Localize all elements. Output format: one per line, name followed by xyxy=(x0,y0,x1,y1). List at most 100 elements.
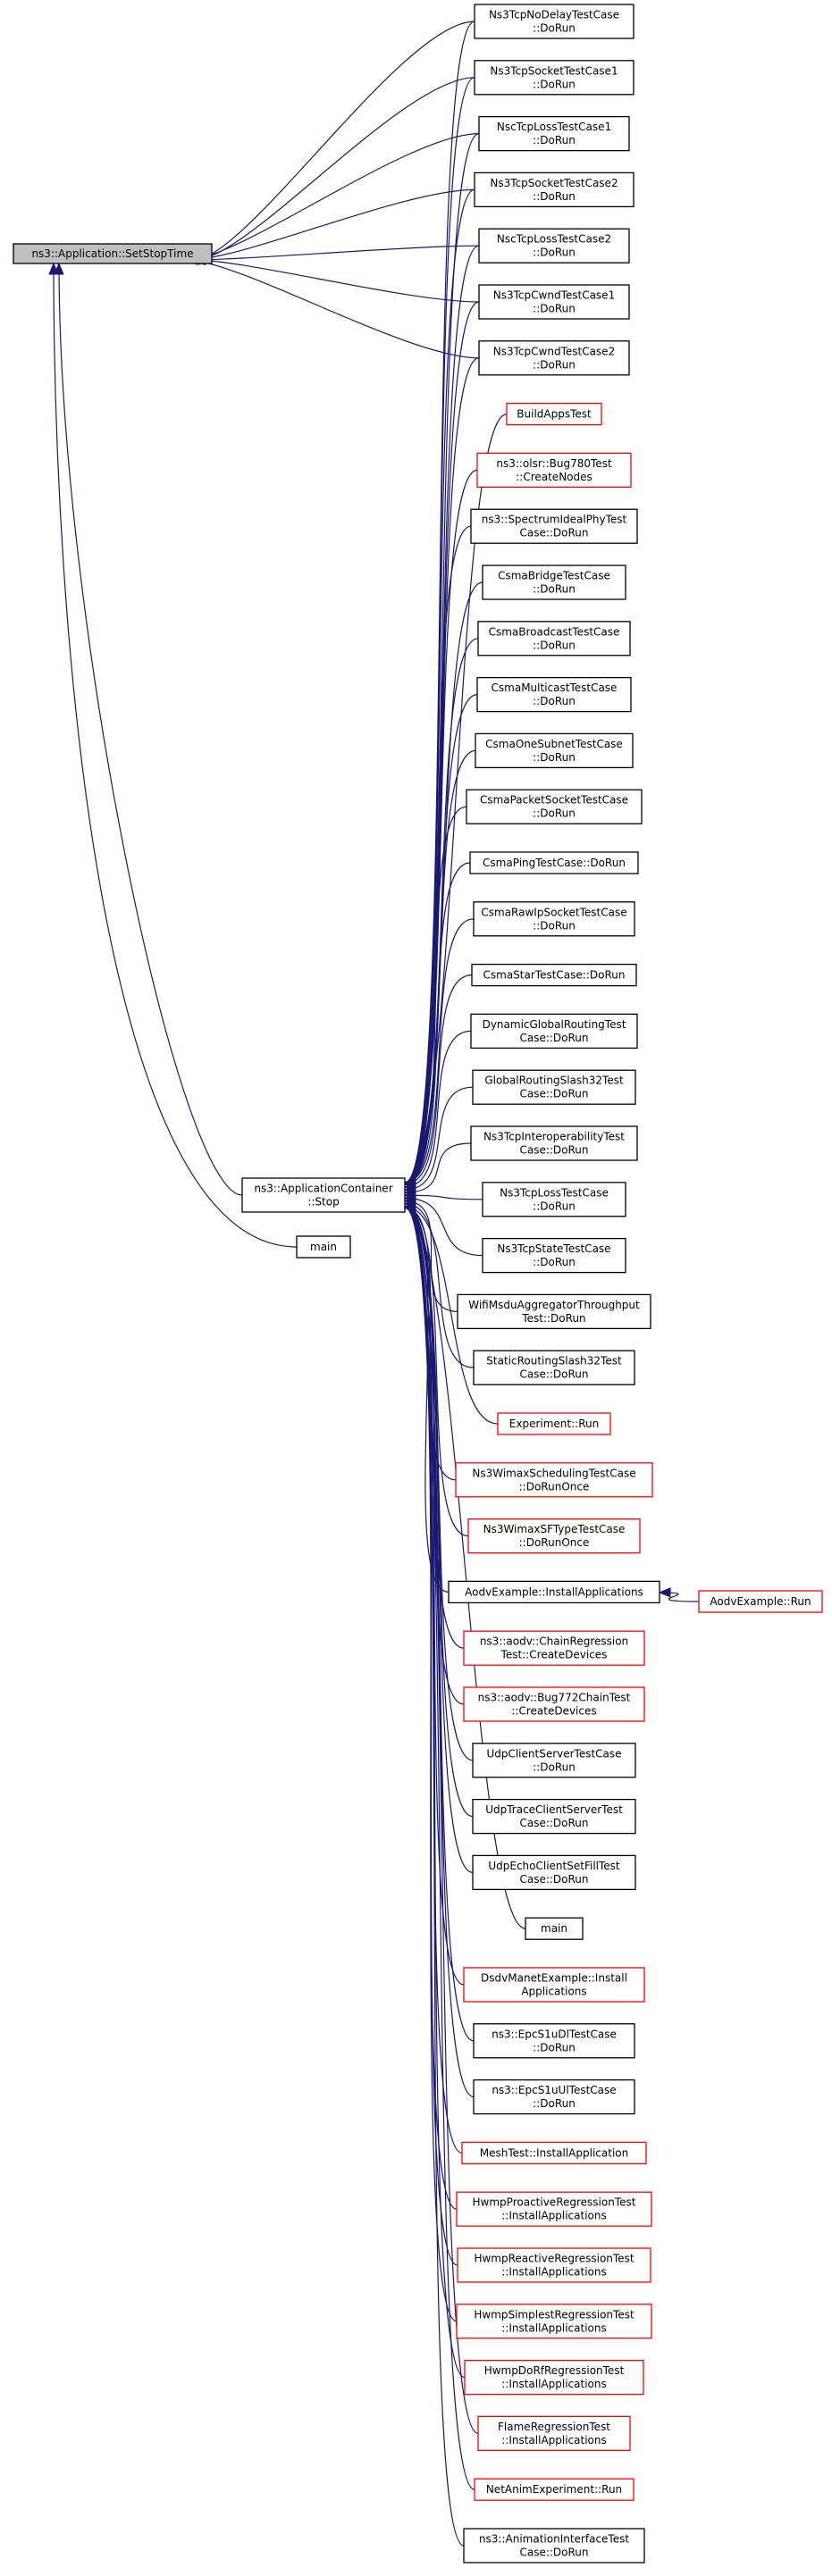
graph-node-n38[interactable]: MeshTest::InstallApplication xyxy=(461,2141,647,2165)
node-label: ::DoRun xyxy=(533,639,576,651)
graph-node-n2[interactable]: NscTcpLossTestCase1::DoRun xyxy=(478,115,630,152)
node-label: ns3::EpcS1uUlTestCase xyxy=(492,2084,616,2096)
node-box xyxy=(472,1798,636,1835)
node-box xyxy=(470,508,638,544)
graph-node-n21[interactable]: Ns3TcpLossTestCase::DoRun xyxy=(482,1182,626,1217)
node-label: StaticRoutingSlash32Test xyxy=(486,1355,622,1367)
node-box xyxy=(463,1686,645,1722)
graph-node-n10[interactable]: CsmaBridgeTestCase::DoRun xyxy=(482,565,626,600)
node-label: ns3::AnimationInterfaceTest xyxy=(479,2533,629,2546)
node-label: ::DoRun xyxy=(533,247,576,259)
node-label: ::DoRun xyxy=(533,695,576,707)
edge-n45-to-mid_stop xyxy=(404,1207,465,2547)
graph-node-n0[interactable]: Ns3TcpNoDelayTestCase::DoRun xyxy=(474,4,635,39)
node-label: Ns3WimaxSchedulingTestCase xyxy=(472,1467,635,1479)
node-label: Test::DoRun xyxy=(521,1312,585,1325)
graph-node-n29[interactable]: ns3::aodv::ChainRegressionTest::CreateDe… xyxy=(463,1630,645,1666)
graph-node-n42[interactable]: HwmpDoRfRegressionTest::InstallApplicati… xyxy=(464,2359,644,2396)
graph-node-n13[interactable]: CsmaOneSubnetTestCase::DoRun xyxy=(475,732,634,769)
graph-node-n31[interactable]: UdpClientServerTestCase::DoRun xyxy=(472,1743,636,1778)
graph-node-n28[interactable]: AodvExample::InstallApplications xyxy=(448,1580,660,1604)
graph-node-n36[interactable]: ns3::EpcS1uDlTestCase::DoRun xyxy=(473,2023,635,2059)
root-node[interactable]: ns3::Application::SetStopTime xyxy=(13,243,213,264)
graph-node-n26[interactable]: Ns3WimaxSchedulingTestCase::DoRunOnce xyxy=(455,1462,653,1498)
node-box xyxy=(296,1235,351,1259)
node-label: Case::DoRun xyxy=(519,1088,588,1100)
graph-node-n27[interactable]: Ns3WimaxSFTypeTestCase::DoRunOnce xyxy=(467,1518,641,1554)
node-label: ns3::aodv::Bug772ChainTest xyxy=(478,1692,631,1704)
edge-n27-to-mid_stop xyxy=(404,1207,469,1537)
node-label: CsmaPacketSocketTestCase xyxy=(480,794,628,807)
graph-node-n8[interactable]: ns3::olsr::Bug780Test::CreateNodes xyxy=(476,452,632,489)
node-label: AodvExample::Run xyxy=(710,1595,811,1608)
graph-node-n25[interactable]: Experiment::Run xyxy=(497,1412,611,1435)
node-label: FlameRegressionTest xyxy=(498,2421,610,2433)
graph-node-mid_main[interactable]: main xyxy=(296,1235,351,1259)
graph-node-n35[interactable]: DsdvManetExample::InstallApplications xyxy=(463,1967,645,2003)
node-label: ::DoRun xyxy=(533,1200,576,1212)
graph-node-n43[interactable]: FlameRegressionTest::InstallApplications xyxy=(477,2415,631,2452)
graph-node-n12[interactable]: CsmaMulticastTestCase::DoRun xyxy=(476,676,632,713)
arrowhead xyxy=(403,1202,416,1213)
node-label: ::InstallApplications xyxy=(501,2434,607,2446)
edge-n9-to-mid_stop xyxy=(404,525,472,1183)
graph-node-n14[interactable]: CsmaPacketSocketTestCase::DoRun xyxy=(466,789,643,824)
graph-node-n44[interactable]: NetAnimExperiment::Run xyxy=(474,2478,635,2501)
node-label: Case::DoRun xyxy=(519,1032,588,1044)
graph-node-n30[interactable]: ns3::aodv::Bug772ChainTest::CreateDevice… xyxy=(463,1686,645,1722)
graph-node-aodv_run[interactable]: AodvExample::Run xyxy=(698,1590,823,1613)
graph-node-n41[interactable]: HwmpSimplestRegressionTest::InstallAppli… xyxy=(456,2304,652,2339)
graph-node-n4[interactable]: NscTcpLossTestCase2::DoRun xyxy=(478,228,630,263)
edge-aodv_run-to-n28 xyxy=(659,1592,700,1602)
graph-node-n34[interactable]: main xyxy=(525,1917,584,1940)
node-label: ::DoRun xyxy=(533,2097,576,2110)
node-label: Case::DoRun xyxy=(519,1368,588,1381)
node-box xyxy=(461,2141,647,2165)
node-label: ::InstallApplications xyxy=(501,2321,607,2334)
graph-node-n6[interactable]: Ns3TcpCwndTestCase2::DoRun xyxy=(478,340,630,376)
graph-node-mid_stop[interactable]: ns3::ApplicationContainer::Stop xyxy=(241,1177,406,1213)
graph-node-n5[interactable]: Ns3TcpCwndTestCase1::DoRun xyxy=(478,284,630,320)
node-box xyxy=(474,171,635,208)
graph-node-n40[interactable]: HwmpReactiveRegressionTest::InstallAppli… xyxy=(457,2247,651,2283)
edge-n6-to-root xyxy=(186,259,480,359)
node-label: Applications xyxy=(521,1986,586,1998)
node-label: UdpTraceClientServerTest xyxy=(485,1803,623,1816)
node-label: ::DoRun xyxy=(533,22,576,35)
graph-node-n16[interactable]: CsmaRawIpSocketTestCase::DoRun xyxy=(473,901,635,937)
node-label: Ns3TcpCwndTestCase2 xyxy=(493,345,615,357)
node-label: ns3::SpectrumIdealPhyTest xyxy=(482,514,627,526)
arrowhead xyxy=(658,1587,671,1598)
edge-n22-to-mid_stop xyxy=(404,1197,483,1257)
node-label: UdpEchoClientSetFillTest xyxy=(488,1860,620,1872)
node-box xyxy=(466,789,643,824)
graph-node-n22[interactable]: Ns3TcpStateTestCase::DoRun xyxy=(482,1237,626,1274)
graph-node-n1[interactable]: Ns3TcpSocketTestCase1::DoRun xyxy=(474,60,635,96)
graph-node-n37[interactable]: ns3::EpcS1uUlTestCase::DoRun xyxy=(473,2078,635,2115)
edge-n3-to-mid_stop xyxy=(404,188,475,1183)
graph-node-n7[interactable]: BuildAppsTest xyxy=(506,402,602,426)
graph-node-n17[interactable]: CsmaStarTestCase::DoRun xyxy=(471,963,637,987)
graph-node-n3[interactable]: Ns3TcpSocketTestCase2::DoRun xyxy=(474,171,635,208)
graph-node-n11[interactable]: CsmaBroadcastTestCase::DoRun xyxy=(477,621,631,657)
node-label: HwmpReactiveRegressionTest xyxy=(474,2253,634,2265)
node-label: Ns3TcpSocketTestCase1 xyxy=(490,64,618,77)
node-box xyxy=(525,1917,584,1940)
node-box xyxy=(463,2528,645,2563)
edge-n6-to-mid_stop xyxy=(404,357,480,1183)
edge-n2-to-mid_stop xyxy=(404,133,480,1183)
node-box xyxy=(464,2359,644,2396)
node-box xyxy=(456,2304,652,2339)
graph-node-n15[interactable]: CsmaPingTestCase::DoRun xyxy=(469,851,639,874)
graph-node-n39[interactable]: HwmpProactiveRegressionTest::InstallAppl… xyxy=(456,2191,652,2227)
